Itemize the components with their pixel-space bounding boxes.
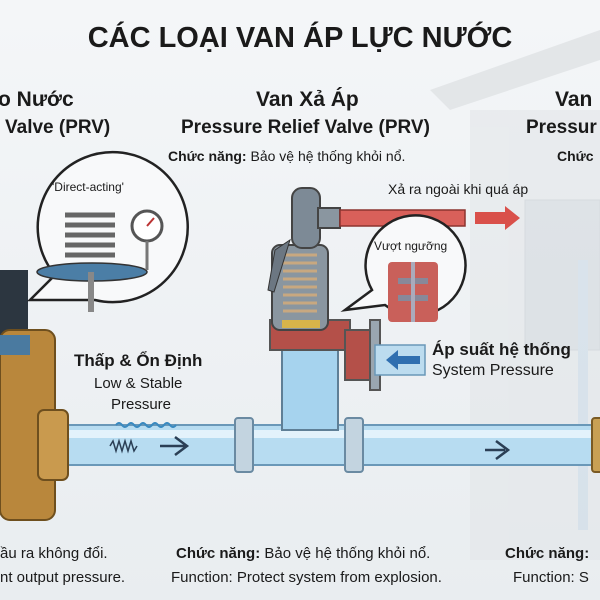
middle-footer-en: Function: Protect system from explosion.	[171, 569, 442, 586]
flow-arrow-icon	[160, 436, 511, 460]
discharge-arrow-icon	[475, 206, 520, 230]
system-pressure-vi: Áp suất hệ thống	[432, 340, 571, 359]
pressure-reducing-valve	[0, 270, 69, 521]
house-background	[430, 30, 600, 560]
low-stable-label-en: Low & Stable	[94, 375, 183, 392]
spring-icon	[65, 212, 115, 258]
right-function-label: Chức	[557, 148, 594, 164]
spring-symbol-icon	[109, 438, 138, 454]
middle-title-en: Pressure Relief Valve (PRV)	[181, 117, 430, 138]
direct-acting-label: 'Direct-acting'	[52, 180, 124, 194]
middle-title-vi: Van Xả Áp	[256, 88, 359, 111]
left-title-vi: o Nước	[0, 88, 74, 111]
footer-function-text: Bảo vệ hệ thống khỏi nổ.	[260, 545, 431, 562]
over-threshold-label: Vượt ngưỡng	[374, 239, 448, 253]
pipe-highlight	[0, 430, 600, 438]
direct-acting-bubble	[26, 150, 189, 312]
left-title-en: Valve (PRV)	[5, 117, 111, 138]
function-text: Bảo vệ hệ thống khỏi nổ.	[246, 148, 406, 164]
over-threshold-bubble	[340, 214, 467, 322]
right-footer-en: Function: S	[513, 569, 589, 586]
function-label: Chức năng:	[168, 148, 247, 164]
left-footer-en: nt output pressure.	[0, 569, 126, 586]
pipe-flange	[234, 417, 254, 473]
right-footer-label: Chức năng:	[505, 545, 590, 562]
middle-footer-vi: Chức năng: Bảo vệ hệ thống khỏi nổ.	[176, 545, 430, 562]
right-title-vi: Van	[555, 88, 593, 111]
low-stable-label-en-2: Pressure	[111, 396, 172, 413]
system-pressure-arrow-icon	[386, 350, 420, 370]
pipe-flange	[591, 417, 600, 473]
pressure-relief-valve	[267, 187, 381, 431]
middle-function: Chức năng: Bảo vệ hệ thống khỏi nổ.	[168, 148, 405, 164]
footer-function-label: Chức năng:	[176, 545, 261, 562]
left-footer-vi: ầu ra không đổi.	[0, 545, 108, 562]
discharge-label: Xả ra ngoài khi quá áp	[388, 181, 529, 197]
page-title: CÁC LOẠI VAN ÁP LỰC NƯỚC	[87, 22, 513, 54]
low-stable-label-vi: Thấp & Ổn Định	[74, 351, 203, 370]
wave-icon	[115, 422, 177, 428]
right-title-en: Pressur	[526, 117, 597, 138]
pipe-flange	[344, 417, 364, 473]
system-pressure-en: System Pressure	[432, 362, 554, 379]
lever-icon	[267, 238, 291, 293]
